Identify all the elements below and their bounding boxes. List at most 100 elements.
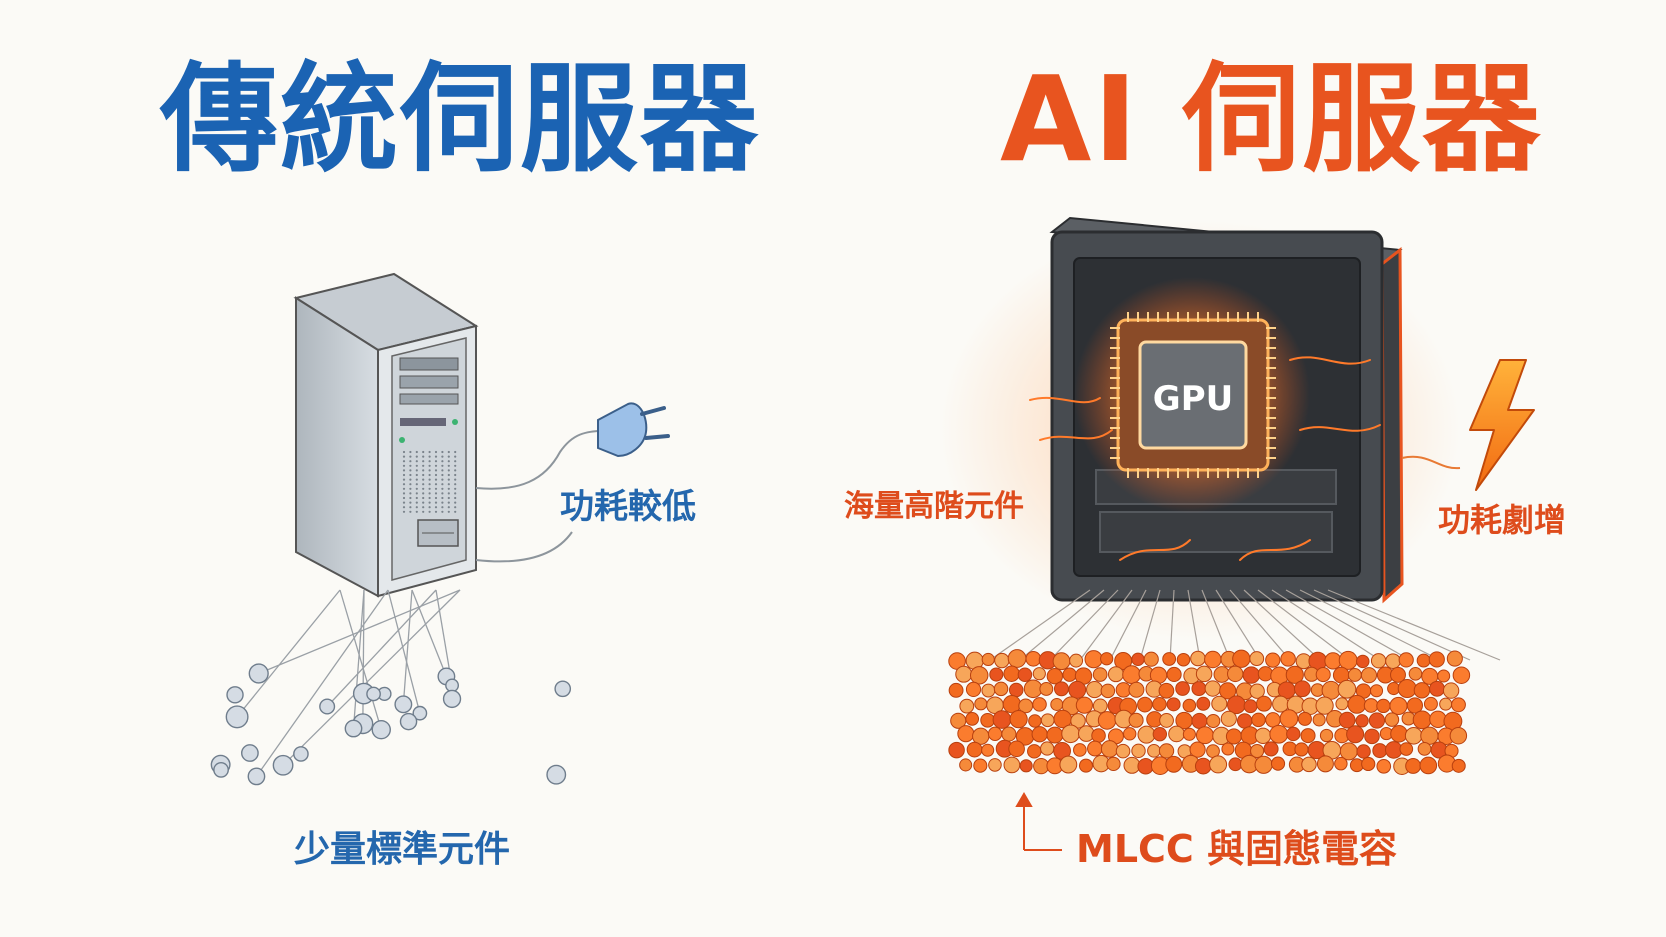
standard-component-dot [344,719,363,738]
capacitor-dot [1220,710,1237,727]
capacitor-dot [1023,679,1043,699]
capacitor-dot [1272,695,1290,713]
standard-component-dot [272,754,294,776]
capacitor-dot [1175,681,1190,696]
capacitor-dot [1204,680,1221,697]
capacitor-dot [1442,682,1460,699]
capacitor-dot [1040,741,1055,756]
capacitor-dot [1091,728,1106,743]
power-cable-ai [1401,455,1461,470]
standard-component-dot [412,705,428,721]
capacitor-dot [1417,741,1432,756]
capacitor-dot [1219,682,1237,700]
capacitor-dot [1370,653,1387,669]
capacitor-dot [1211,695,1228,712]
capacitor-dot [1300,728,1316,744]
capacitor-dot [1196,696,1211,711]
capacitor-dot [1256,695,1272,712]
capacitor-dot [1189,741,1206,758]
capacitor-dot [974,697,988,711]
capacitor-dot [969,666,989,685]
arrow-up-icon [1015,792,1062,851]
capacitor-dot [1449,727,1468,745]
capacitor-dot [1007,649,1027,668]
standard-component-dots [210,663,572,786]
capacitor-dot [1254,755,1273,774]
capacitor-dot [1092,667,1108,682]
capacitor-dot [1384,712,1400,727]
power-surge-label: 功耗劇增 [1438,501,1567,539]
gpu-chip-icon: GPU [1074,277,1310,513]
capacitor-dot [1123,727,1137,741]
capacitor-dot [1363,698,1379,713]
capacitor-dot [1068,680,1087,699]
capacitor-dot [1408,666,1423,681]
capacitor-dot [1195,726,1214,745]
capacitor-dot [1158,682,1175,699]
capacitor-dot [1347,667,1362,682]
capacitor-dot [966,741,983,758]
capacitor-dot [1227,665,1244,683]
capacitor-dot [1404,726,1423,745]
capacitor-dot [1050,697,1064,711]
capacitor-dot [1008,682,1024,698]
capacitor-dot [1437,669,1451,683]
capacitor-dot [1039,682,1054,696]
capacitor-dot [1062,667,1077,682]
capacitor-dot [1176,652,1191,667]
capacitor-dot [1356,744,1371,759]
standard-component-dot [241,744,259,762]
capacitor-dot [981,683,996,698]
capacitor-dot [1372,743,1388,759]
capacitor-dot [1059,755,1078,774]
capacitor-dot [1122,665,1141,684]
capacitor-dot [1097,711,1117,730]
capacitor-dot [1419,756,1438,775]
capacitor-dot [1335,697,1349,711]
capacitor-dot [1451,758,1466,773]
capacitor-dot [1236,713,1253,729]
capacitor-dot [1209,755,1228,774]
capacitor-dot [1031,726,1048,743]
capacitor-label: MLCC 與固態電容 [1076,827,1398,871]
standard-component-dot [319,698,336,715]
capacitor-dot [1312,713,1326,727]
traditional-server-title: 傳統伺服器 [160,50,761,188]
capacitor-dot [1078,758,1093,773]
capacitor-dot [1319,728,1334,743]
capacitor-dot [1428,651,1445,668]
heat-sparks [1029,356,1381,561]
capacitor-dot [1346,725,1365,744]
capacitor-dot [1416,653,1431,668]
capacitor-dot [1086,681,1104,699]
capacitor-dot [1137,725,1156,744]
capacitor-dot [1347,694,1367,714]
capacitor-dot [1251,712,1266,728]
capacitor-dot [1046,726,1064,744]
capacitor-dot [1128,712,1144,728]
capacitor-dot [1003,756,1021,774]
capacitor-dot [1257,666,1274,682]
capacitor-dot [1073,743,1087,757]
capacitor-dot [1152,726,1168,742]
capacitor-dot [988,758,1002,772]
capacitor-dot [1019,759,1033,773]
capacitor-dot [1032,667,1046,681]
capacitor-dot [1337,679,1357,699]
capacitor-dot [1338,711,1356,729]
capacitor-dot [1397,679,1417,699]
capacitor-dot [1452,666,1471,684]
capacitor-dot [1423,696,1438,711]
power-plug-icon [597,402,670,458]
capacitor-dot [1368,712,1386,729]
capacitor-dot [1061,724,1080,744]
capacitor-dot [1028,714,1042,728]
capacitor-dot [959,758,973,772]
capacitor-dot [1100,652,1114,666]
capacitor-dot [1399,742,1414,756]
standard-component-lines [236,589,461,777]
server-tower-icon [293,272,479,598]
capacitor-dot [1279,709,1299,728]
capacitor-dot [1294,742,1309,757]
